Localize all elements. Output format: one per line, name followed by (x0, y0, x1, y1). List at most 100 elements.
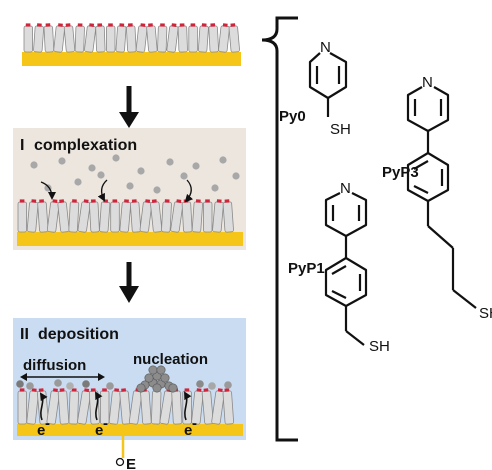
sam-molecule (208, 23, 219, 53)
metal-ion (97, 171, 105, 179)
electron-charge: - (103, 415, 108, 432)
pyp3-label: PyP3 (382, 164, 419, 181)
sam-molecule (23, 23, 34, 53)
metal-atom (148, 365, 158, 375)
sam-molecule (37, 199, 49, 233)
metal-ion (153, 186, 161, 194)
sam-molecule (106, 23, 116, 53)
sam-molecule (33, 23, 45, 53)
metal-ion (219, 156, 227, 164)
metal-atom (168, 383, 178, 393)
electron-charge: - (192, 415, 197, 432)
sam-molecule (161, 199, 172, 233)
sam-molecule (95, 23, 106, 53)
metal-atom (160, 373, 170, 383)
sam-molecule (89, 199, 100, 233)
sam-molecule (57, 388, 70, 425)
sam-molecule (100, 388, 110, 425)
metal-ion (30, 161, 38, 169)
complexation-arrows (40, 179, 193, 203)
electron-label: e (37, 422, 45, 439)
sam-molecule (191, 388, 204, 425)
metal-ion (137, 167, 145, 175)
metal-atom (106, 382, 114, 390)
complexation-panel-title: complexation (34, 137, 137, 154)
deposition-gold-substrate (17, 424, 243, 436)
metal-ion (180, 172, 188, 180)
sam-molecule (211, 388, 225, 425)
sam-molecule (201, 388, 214, 425)
sam-molecule (74, 23, 85, 53)
electron-label: e (184, 422, 192, 439)
sam-molecule (157, 23, 168, 53)
sam-molecule (99, 199, 111, 233)
structure-pyp1 (324, 192, 368, 346)
top-monolayer (23, 23, 240, 53)
complexation-panel-numeral: I (20, 137, 24, 154)
sam-molecule (222, 388, 235, 425)
sam-molecule (197, 23, 209, 53)
sam-molecule (68, 388, 80, 425)
sam-molecule (108, 388, 122, 425)
pyp1-thiol: SH (369, 338, 390, 355)
complexation-panel: I complexation (13, 128, 246, 250)
sam-molecule (17, 388, 28, 425)
complexation-gold-substrate (17, 232, 243, 246)
metal-ion (126, 182, 134, 190)
nucleation-label: nucleation (133, 351, 208, 368)
sam-molecule (57, 199, 70, 233)
deposition-panel: II deposition diffusion nucleation e - e… (13, 318, 246, 470)
structure-py0 (308, 52, 348, 117)
sam-molecule (202, 199, 213, 233)
sam-molecule (88, 388, 100, 425)
sam-molecule (46, 199, 60, 233)
sam-molecule (26, 388, 39, 425)
py0-nitrogen: N (320, 39, 331, 56)
sam-molecule (150, 199, 163, 233)
metal-ion (112, 154, 120, 162)
sam-molecule (43, 23, 55, 53)
complexation-monolayer (17, 199, 234, 233)
metal-atom (16, 380, 24, 388)
sam-molecule (182, 388, 192, 425)
deposited-metal (16, 379, 232, 390)
pyp3-thiol: SH (479, 305, 492, 322)
metal-atom (54, 379, 62, 387)
sam-molecule (84, 23, 97, 53)
structure-pyp3 (406, 86, 477, 309)
sam-molecule (119, 199, 132, 233)
diffusion-label: diffusion (23, 357, 86, 374)
metal-atom (208, 382, 216, 390)
metal-ion (88, 164, 96, 172)
metal-atom (26, 382, 34, 390)
top-sam-electrode (22, 23, 241, 66)
sam-molecule (77, 388, 92, 425)
deposition-panel-title: deposition (38, 326, 119, 343)
electron-charge: - (45, 415, 50, 432)
metal-atom (156, 365, 166, 375)
metal-ions (30, 154, 240, 194)
sam-molecule (170, 199, 184, 233)
sam-molecule (191, 199, 204, 233)
metal-ion (74, 178, 82, 186)
metal-atom (224, 381, 232, 389)
metal-atom (66, 382, 74, 390)
sam-molecule (218, 23, 230, 53)
pyp1-nitrogen: N (340, 180, 351, 197)
sam-molecule (63, 23, 76, 53)
metal-atom (136, 383, 146, 393)
sam-molecule (188, 23, 198, 53)
electron-transfer-arrows (39, 391, 192, 421)
sam-molecule (68, 199, 80, 233)
metal-ion (192, 162, 200, 170)
sam-molecule (129, 199, 142, 233)
potential-terminal: E (115, 436, 136, 470)
sam-molecule (212, 199, 224, 233)
sam-molecule (53, 23, 66, 53)
sam-molecule (146, 23, 158, 53)
metal-atom (144, 373, 154, 383)
sam-molecule (26, 199, 39, 233)
process-arrow-1 (119, 86, 139, 128)
metal-atom (196, 380, 204, 388)
